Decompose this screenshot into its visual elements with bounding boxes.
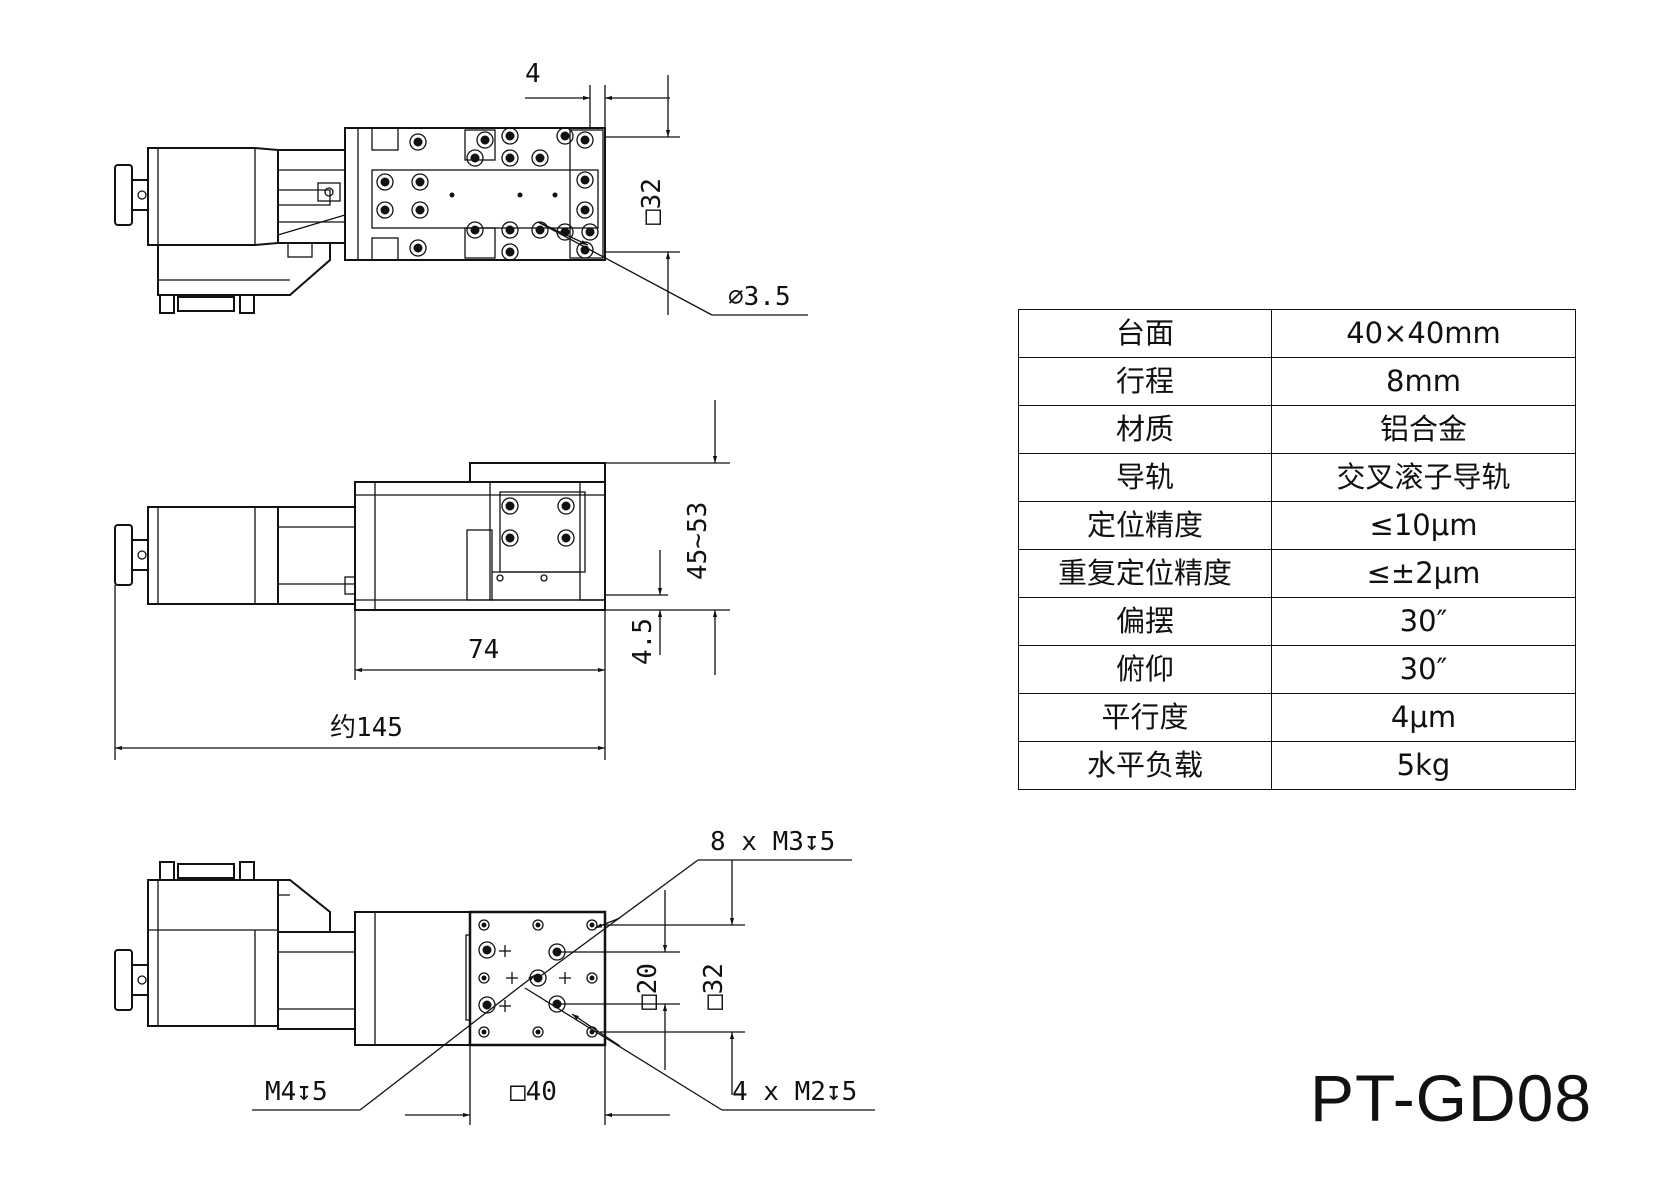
spec-label: 定位精度 [1018,501,1272,550]
callout-m2: 4 x M2↧5 [732,1077,857,1107]
bottom-view: 8 x M3↧5 M4↧5 4 x M2↧5 □20 □32 □40 [114,827,875,1125]
dim-length: 74 [468,635,499,665]
dim-total: 约145 [330,713,403,743]
dim-height: 45~53 [683,502,713,580]
spec-label: 材质 [1018,405,1272,454]
model-number: PT-GD08 [1310,1061,1593,1135]
spec-value: 30″ [1271,597,1576,646]
spec-value: ≤10μm [1271,501,1576,550]
dim-outer: □40 [510,1077,557,1107]
spec-value: 交叉滚子导轨 [1271,453,1576,502]
dim-hole: ∅3.5 [728,282,791,312]
spec-label: 台面 [1018,309,1272,358]
spec-value: ≤±2μm [1271,549,1576,598]
spec-label: 平行度 [1018,693,1272,742]
spec-row: 重复定位精度≤±2μm [1018,549,1576,598]
callout-m3: 8 x M3↧5 [710,827,835,857]
dim-base: 4.5 [628,618,658,665]
spec-row: 导轨交叉滚子导轨 [1018,453,1576,502]
callout-m4: M4↧5 [265,1077,328,1107]
spec-value: 30″ [1271,645,1576,694]
spec-label: 重复定位精度 [1018,549,1272,598]
dim-square-top: □32 [637,178,667,225]
spec-row: 定位精度≤10μm [1018,501,1576,550]
spec-value: 5kg [1271,741,1576,790]
dim-inner: □20 [633,963,663,1010]
top-view: 4 □32 ∅3.5 [114,59,808,316]
spec-label: 偏摆 [1018,597,1272,646]
dim-offset: 4 [525,59,541,89]
dim-middle: □32 [699,963,729,1010]
spec-label: 俯仰 [1018,645,1272,694]
spec-label: 导轨 [1018,453,1272,502]
spec-value: 40×40mm [1271,309,1576,358]
spec-label: 行程 [1018,357,1272,406]
side-view: 45~53 4.5 74 约145 [114,400,730,760]
spec-label: 水平负载 [1018,741,1272,790]
spec-row: 材质铝合金 [1018,405,1576,454]
spec-value: 8mm [1271,357,1576,406]
spec-value: 4μm [1271,693,1576,742]
spec-value: 铝合金 [1271,405,1576,454]
